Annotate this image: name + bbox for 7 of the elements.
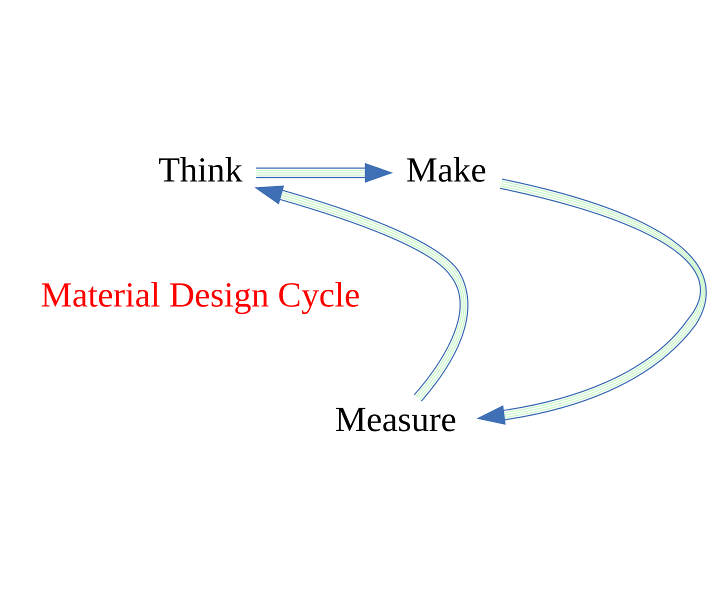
arrow (256, 162, 394, 183)
label: Material Design Cycle (40, 275, 360, 314)
node-text: Measure (335, 400, 456, 440)
node-text: Make (406, 150, 486, 190)
arrow (254, 185, 468, 402)
node-text: Think (158, 150, 243, 190)
arrow (476, 178, 706, 425)
